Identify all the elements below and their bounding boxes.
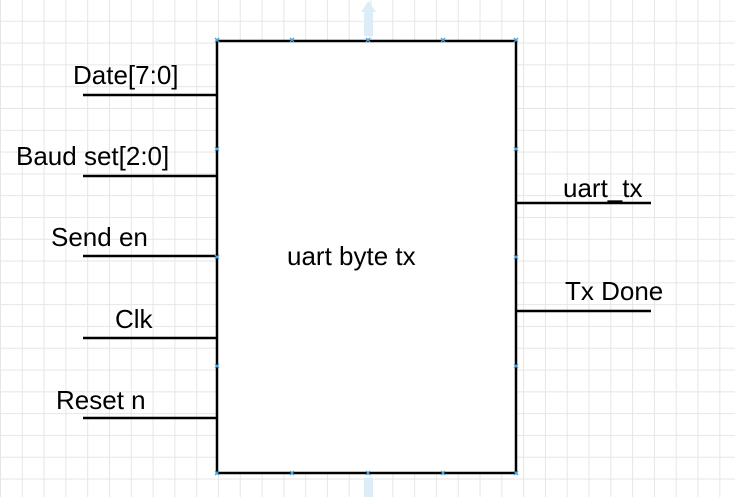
input-label-reset-n: Reset n — [56, 385, 146, 415]
handle-icon — [513, 37, 519, 43]
handle-icon — [214, 37, 220, 43]
input-label-baud-set: Baud set[2:0] — [16, 141, 170, 171]
handle-icon — [289, 470, 295, 476]
handle-icon — [513, 470, 519, 476]
connection-handles[interactable] — [214, 37, 519, 476]
output-label-tx-done: Tx Done — [565, 276, 664, 306]
input-label-date: Date[7:0] — [73, 60, 179, 90]
alignment-guide-top — [361, 1, 376, 36]
handle-icon — [214, 470, 220, 476]
handle-icon — [289, 37, 295, 43]
handle-icon — [440, 470, 446, 476]
handle-icon — [513, 254, 519, 260]
handle-icon — [214, 254, 220, 260]
handle-icon — [214, 363, 220, 369]
input-label-clk: Clk — [115, 304, 153, 334]
handle-icon — [513, 146, 519, 152]
block-title: uart byte tx — [287, 241, 416, 271]
handle-icon — [365, 470, 371, 476]
handle-icon — [214, 146, 220, 152]
input-label-send-en: Send en — [51, 222, 148, 252]
handle-icon — [365, 37, 371, 43]
alignment-guide-bottom — [364, 478, 373, 497]
handle-icon — [440, 37, 446, 43]
handle-icon — [513, 363, 519, 369]
output-label-uart-tx: uart_tx — [563, 173, 643, 203]
